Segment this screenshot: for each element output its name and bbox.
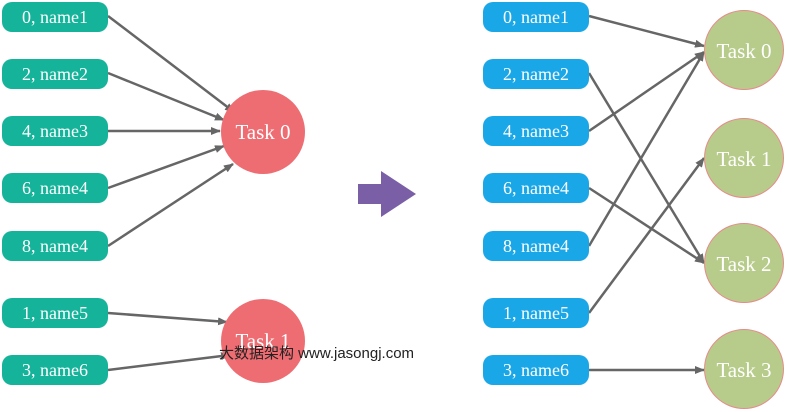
right-task-1: Task 1 bbox=[704, 118, 784, 198]
left-record-4: 8, name4 bbox=[2, 231, 108, 261]
left-record-1: 2, name2 bbox=[2, 59, 108, 89]
left-record-3: 6, name4 bbox=[2, 173, 108, 203]
edge-right-2-task2 bbox=[587, 72, 706, 264]
edge-right-8-task0 bbox=[587, 51, 706, 247]
right-record-6: 3, name6 bbox=[483, 355, 589, 385]
right-record-0: 0, name1 bbox=[483, 2, 589, 32]
watermark: 大数据架构 www.jasongj.com bbox=[219, 345, 415, 362]
right-record-1: 2, name2 bbox=[483, 59, 589, 89]
right-task-0: Task 0 bbox=[704, 10, 784, 90]
left-record-0: 0, name1 bbox=[2, 2, 108, 32]
edge-left-3-task1 bbox=[107, 352, 231, 372]
edge-left-6-task0 bbox=[107, 144, 225, 190]
right-record-5: 1, name5 bbox=[483, 298, 589, 328]
right-record-4: 8, name4 bbox=[483, 231, 589, 261]
edge-right-4-task0 bbox=[588, 50, 705, 133]
edge-left-1-task1 bbox=[107, 311, 228, 326]
edge-right-1-task1 bbox=[587, 157, 706, 314]
edge-left-0-task0 bbox=[107, 15, 235, 113]
edge-left-8-task0 bbox=[107, 162, 234, 248]
right-task-2: Task 2 bbox=[704, 223, 784, 303]
right-task-3: Task 3 bbox=[704, 329, 784, 409]
edge-left-2-task0 bbox=[107, 71, 225, 122]
left-record-6: 3, name6 bbox=[2, 355, 108, 385]
left-record-5: 1, name5 bbox=[2, 298, 108, 328]
left-task-1: Task 1 bbox=[221, 299, 305, 383]
left-task-0: Task 0 bbox=[221, 90, 305, 174]
right-arrow-icon bbox=[358, 171, 416, 217]
edge-right-6-task2 bbox=[588, 186, 705, 265]
edge-right-0-task0 bbox=[588, 14, 705, 48]
left-record-2: 4, name3 bbox=[2, 116, 108, 146]
right-record-2: 4, name3 bbox=[483, 116, 589, 146]
right-record-3: 6, name4 bbox=[483, 173, 589, 203]
